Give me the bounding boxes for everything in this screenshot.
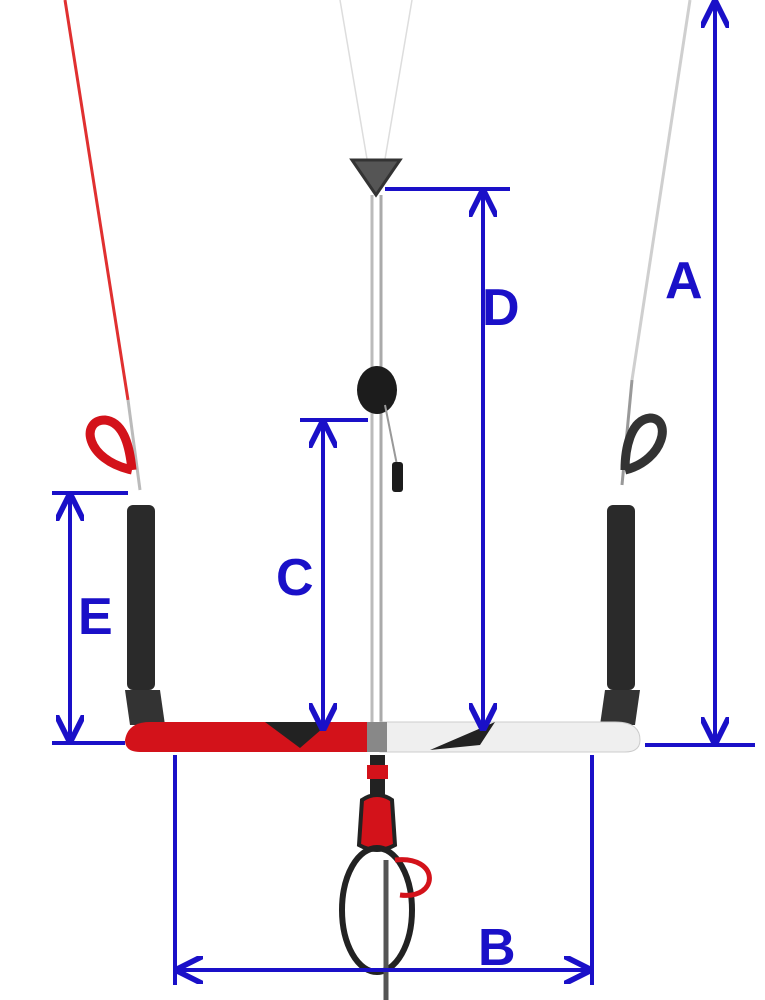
label-c: C bbox=[276, 549, 314, 607]
trim-line bbox=[384, 404, 399, 471]
left-floater-grip[interactable] bbox=[125, 505, 165, 725]
label-a: A bbox=[665, 252, 703, 310]
bar-left-red bbox=[125, 722, 375, 752]
left-leader-loop bbox=[85, 415, 137, 475]
label-b: B bbox=[478, 919, 516, 977]
trim-handle[interactable] bbox=[392, 462, 403, 492]
depower-pulley bbox=[349, 158, 403, 198]
chicken-loop[interactable] bbox=[339, 755, 432, 1000]
left-line-red bbox=[63, 0, 130, 401]
depower-stopper[interactable] bbox=[357, 366, 397, 414]
label-d: D bbox=[482, 279, 520, 337]
bar-right-white bbox=[379, 721, 641, 753]
center-line-right bbox=[383, 0, 413, 166]
control-bar[interactable] bbox=[125, 721, 641, 753]
flying-lines bbox=[63, 0, 692, 725]
center-line-left bbox=[339, 0, 369, 166]
label-e: E bbox=[78, 588, 113, 646]
bar-center-hub bbox=[367, 722, 387, 752]
left-line-lower bbox=[126, 399, 142, 491]
right-leader-loop bbox=[620, 413, 667, 475]
dimension-lines bbox=[52, 3, 755, 985]
right-floater-grip[interactable] bbox=[600, 505, 640, 725]
right-line bbox=[630, 0, 692, 381]
